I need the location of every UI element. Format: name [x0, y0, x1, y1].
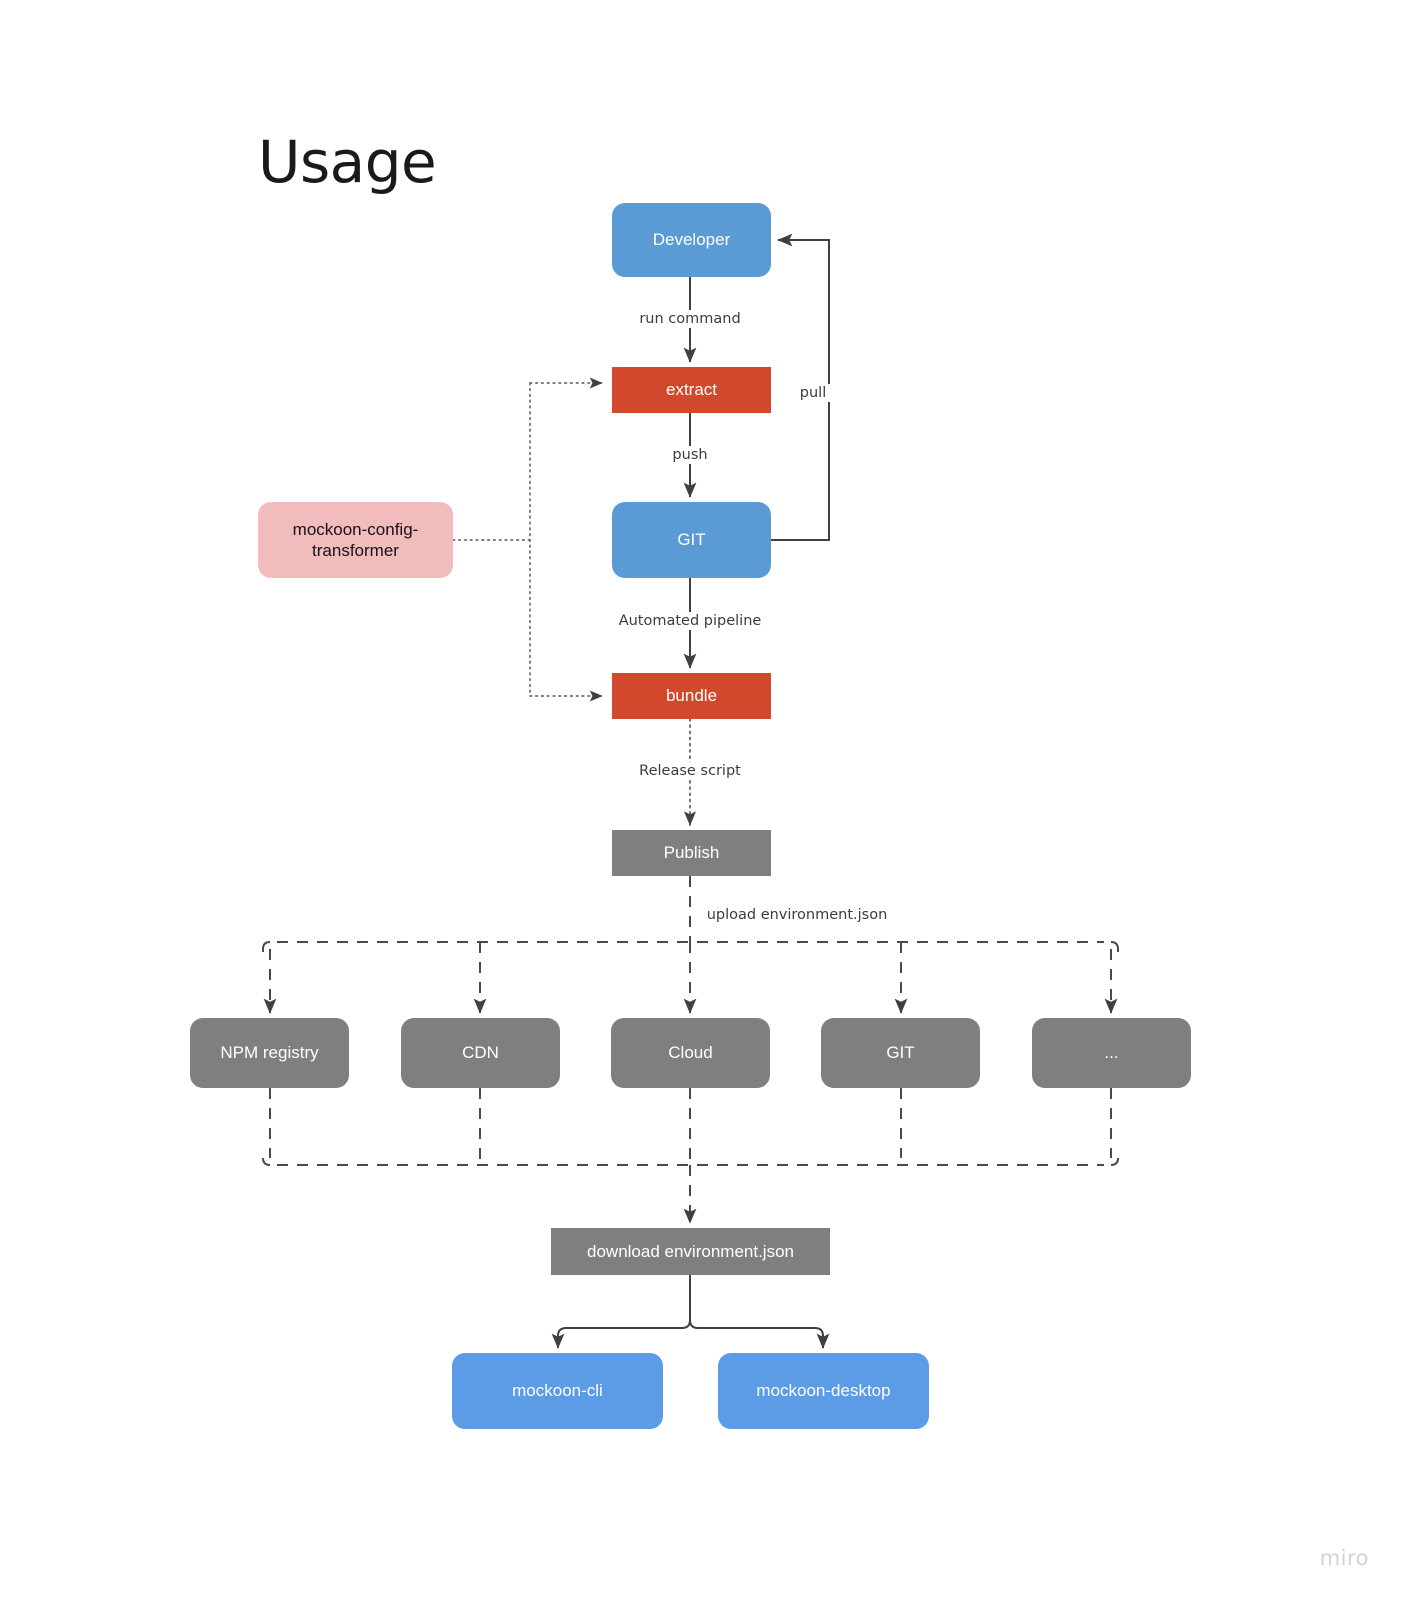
node-cloud-label: Cloud	[668, 1043, 713, 1063]
node-mockoon-cli[interactable]: mockoon-cli	[452, 1353, 663, 1429]
node-cdn[interactable]: CDN	[401, 1018, 560, 1088]
node-git-store-label: GIT	[886, 1043, 915, 1063]
miro-watermark: miro	[1319, 1546, 1369, 1570]
node-git-label: GIT	[677, 530, 706, 550]
node-npm-registry-label: NPM registry	[220, 1043, 319, 1063]
edge-label-automated-pipeline-text: Automated pipeline	[618, 613, 762, 629]
edge-label-automated-pipeline: Automated pipeline	[613, 612, 767, 630]
node-extract-label: extract	[665, 380, 718, 400]
edge-download-to-cli	[551, 1275, 691, 1349]
edge-label-release-script: Release script	[634, 762, 746, 780]
node-git[interactable]: GIT	[612, 502, 771, 578]
node-bundle-label: bundle	[665, 686, 718, 706]
node-npm-registry[interactable]: NPM registry	[190, 1018, 349, 1088]
edge-label-push: push	[667, 446, 713, 464]
node-extract[interactable]: extract	[612, 367, 771, 413]
node-mockoon-desktop[interactable]: mockoon-desktop	[718, 1353, 929, 1429]
node-publish[interactable]: Publish	[612, 830, 771, 876]
edge-download-to-desktop	[689, 1275, 830, 1349]
edge-label-upload-environment: upload environment.json	[701, 906, 893, 924]
node-publish-label: Publish	[663, 843, 720, 863]
edge-label-upload-environment-text: upload environment.json	[706, 907, 888, 923]
node-bundle[interactable]: bundle	[612, 673, 771, 719]
node-transformer-label: mockoon-config-transformer	[292, 519, 419, 560]
node-more[interactable]: ...	[1032, 1018, 1191, 1088]
node-download-environment[interactable]: download environment.json	[551, 1228, 830, 1275]
node-developer[interactable]: Developer	[612, 203, 771, 277]
edge-label-pull-text: pull	[799, 385, 827, 401]
node-mockoon-desktop-label: mockoon-desktop	[756, 1381, 891, 1401]
edge-label-run-command: run command	[634, 310, 746, 328]
edge-label-push-text: push	[672, 447, 708, 463]
node-cloud[interactable]: Cloud	[611, 1018, 770, 1088]
node-download-environment-label: download environment.json	[587, 1241, 794, 1261]
bus-bottom-right-corner	[1110, 1157, 1119, 1166]
edge-label-run-command-text: run command	[639, 311, 741, 327]
bus-bottom-left-corner	[262, 1157, 271, 1166]
page-title: Usage	[258, 128, 437, 196]
bus-top-right-corner	[1110, 941, 1119, 950]
edge-label-release-script-text: Release script	[639, 763, 741, 779]
bus-top-left-corner	[262, 941, 271, 950]
node-mockoon-config-transformer[interactable]: mockoon-config-transformer	[258, 502, 453, 578]
node-more-label: ...	[1104, 1043, 1119, 1063]
edge-label-pull: pull	[794, 384, 832, 402]
node-mockoon-cli-label: mockoon-cli	[512, 1381, 603, 1401]
node-developer-label: Developer	[652, 230, 731, 250]
node-cdn-label: CDN	[462, 1043, 499, 1063]
node-git-store[interactable]: GIT	[821, 1018, 980, 1088]
